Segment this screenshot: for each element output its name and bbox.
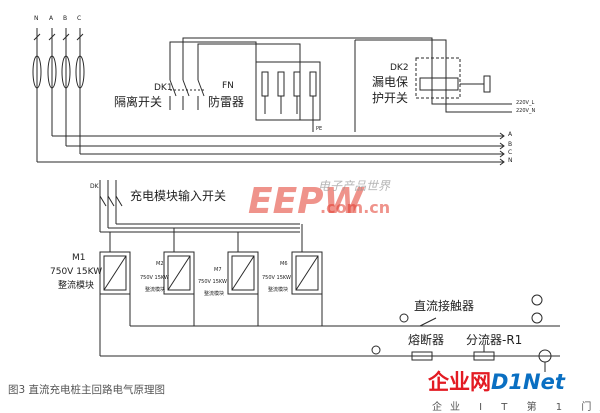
- right-bus-label-a: A: [508, 131, 513, 138]
- rectifier-module-m2: [163, 251, 195, 295]
- leakage-switch-label-2: 护开关: [372, 91, 409, 105]
- m7-rating: 750V 15KW: [198, 279, 227, 285]
- module-input-switch-dk: [99, 180, 123, 212]
- rectifier-module-m7: [227, 251, 259, 295]
- dc-contactor: [399, 294, 543, 327]
- incoming-bus: [32, 28, 85, 112]
- eepw-watermark: EEPW: [248, 181, 364, 222]
- right-bus-label-b: B: [508, 141, 513, 148]
- eepw-url-watermark: .com.cn: [320, 198, 391, 217]
- shunt-label: 分流器-R1: [466, 333, 523, 347]
- out-220v-n-label: 220V_N: [516, 108, 536, 114]
- m7-type: 整流模块: [204, 291, 225, 297]
- m6-rating: 750V 15KW: [262, 275, 291, 281]
- dk2-label: DK2: [390, 63, 409, 73]
- m7-label: M7: [214, 267, 222, 273]
- m1-type: 整流模块: [58, 281, 95, 291]
- d1net-logo-text: 企业网D1Net: [428, 372, 565, 393]
- m1-label: M1: [72, 253, 86, 263]
- rectifier-module-m1: [99, 251, 131, 295]
- m1-rating: 750V 15KW: [50, 267, 103, 277]
- rectifier-module-m6: [291, 251, 323, 295]
- isolation-switch-dk1: [169, 48, 206, 110]
- logo-subtitle: 企业 I T 第 1 门户: [432, 402, 600, 413]
- logo-en: D1Net: [491, 370, 565, 394]
- dc-contactor-label: 直流接触器: [414, 299, 475, 313]
- bus-label-b: B: [63, 15, 68, 22]
- leakage-switch-label-1: 漏电保: [372, 75, 409, 89]
- right-bus: [36, 112, 505, 166]
- pe-label: PE: [316, 126, 323, 132]
- dk1-label: DK1: [154, 83, 173, 93]
- m6-type: 整流模块: [268, 287, 289, 293]
- bus-label-c: C: [77, 15, 82, 22]
- surge-arrester-label: 防雷器: [208, 95, 245, 109]
- m6-label: M6: [280, 261, 288, 267]
- eepw-cn-watermark: 电子产品世界: [318, 179, 391, 193]
- isolation-switch-label: 隔离开关: [114, 95, 163, 109]
- surge-arrester-fn: [255, 61, 321, 132]
- fuse-label: 熔断器: [408, 333, 445, 347]
- bus-label-a: A: [49, 15, 54, 22]
- right-bus-label-n: N: [508, 157, 513, 164]
- dk-label: DK: [90, 183, 99, 190]
- m2-type: 整流模块: [145, 287, 166, 293]
- figure-caption: 图3 直流充电桩主回路电气原理图: [8, 384, 166, 396]
- shunt-r1: [473, 344, 495, 361]
- out-220v-l-label: 220V_L: [516, 100, 535, 106]
- logo-zh: 企业网: [428, 370, 491, 394]
- leakage-switch-dk2: [354, 39, 512, 132]
- m2-label: M2: [156, 261, 164, 267]
- module-input-switch-label: 充电模块输入开关: [130, 189, 227, 203]
- d1net-logo: 企业网D1Net 企业 I T 第 1 门户: [428, 372, 600, 413]
- fn-label: FN: [222, 81, 234, 91]
- m2-rating: 750V 15KW: [140, 275, 169, 281]
- bus-label-n: N: [34, 15, 39, 22]
- fuse: [371, 345, 433, 361]
- right-bus-label-c: C: [508, 149, 513, 156]
